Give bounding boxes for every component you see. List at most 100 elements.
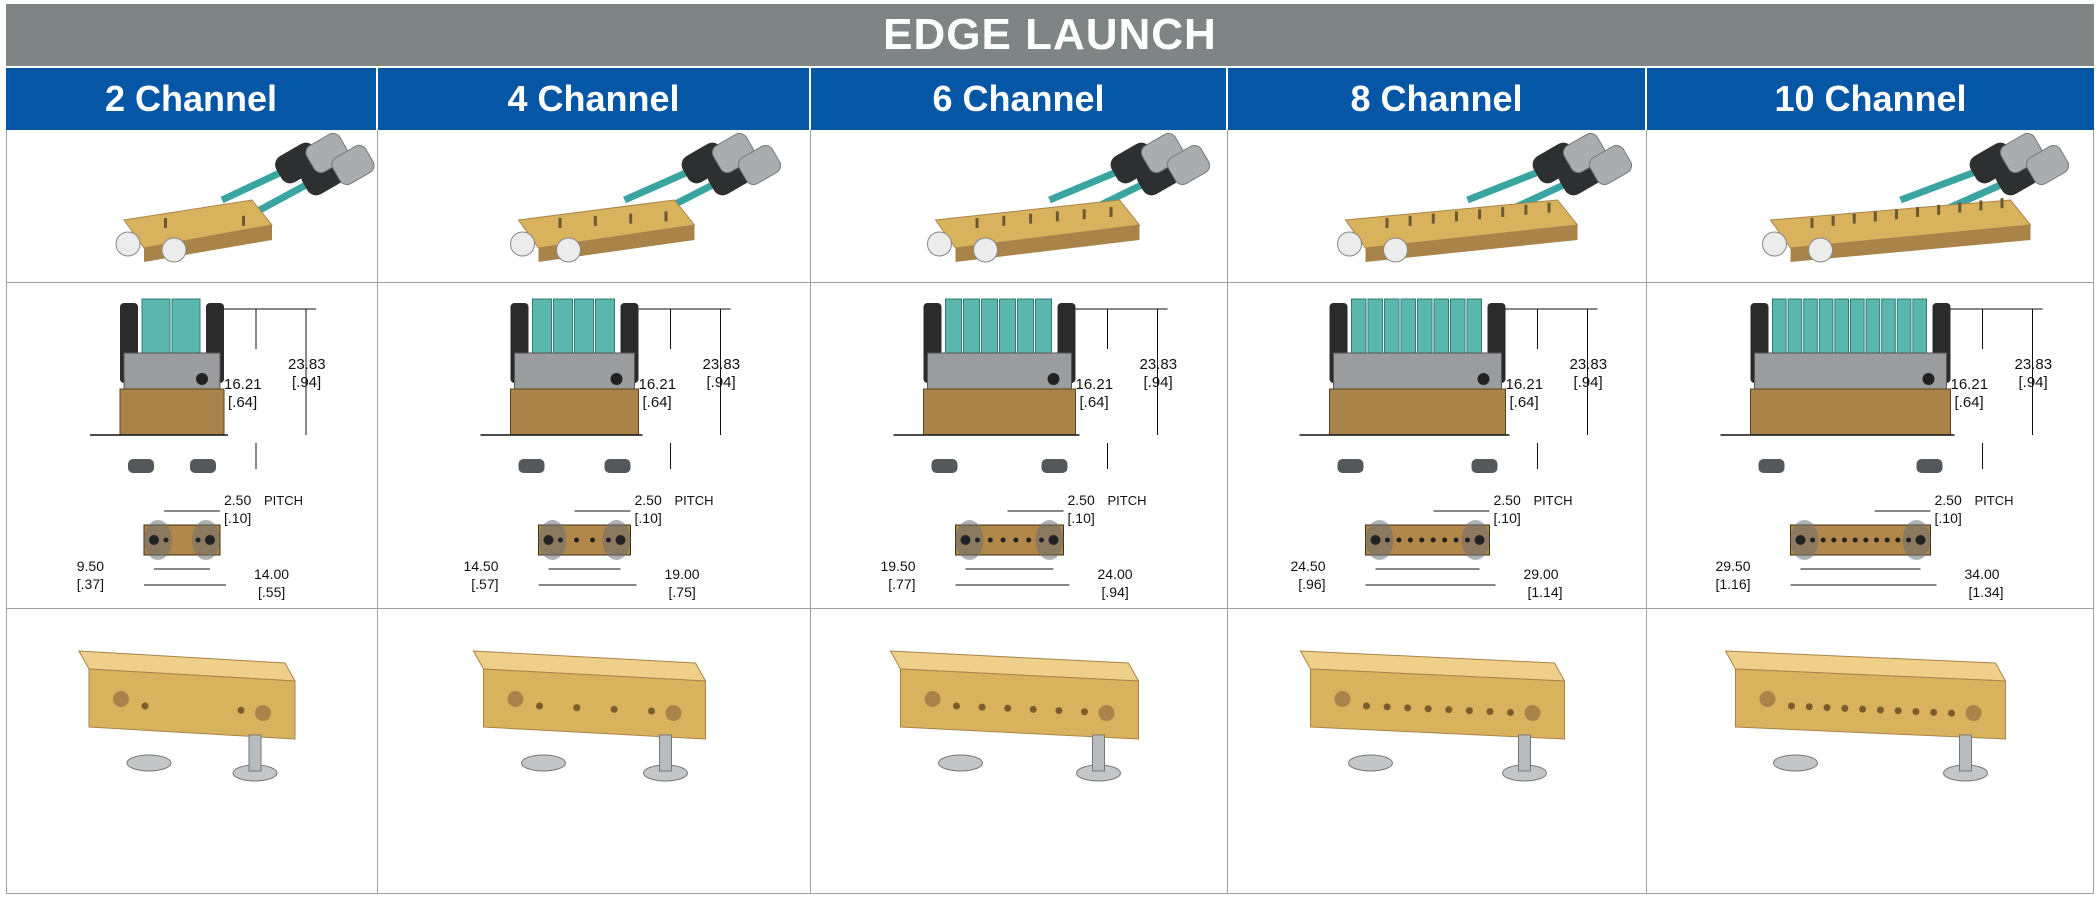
strain-relief — [1754, 352, 1947, 392]
strain-relief — [514, 352, 635, 392]
cable — [1899, 166, 1982, 204]
contact-hole — [1004, 704, 1012, 712]
pin-hole — [1026, 537, 1032, 543]
contact-hole — [1029, 705, 1037, 713]
screw-head — [556, 237, 581, 263]
cable-assembly-cell — [1647, 130, 2093, 282]
contact-slot — [2000, 198, 2004, 209]
cable-assembly-drawing — [927, 132, 1211, 263]
cable-connector — [1588, 144, 1633, 186]
strain-relief — [123, 352, 221, 392]
front-view: 23.83[.94]16.21[.64] — [480, 298, 740, 473]
contact-slot — [1431, 213, 1435, 224]
edge-launch-block — [1299, 650, 1566, 782]
foot — [1471, 459, 1498, 473]
body-dimension-mm: 16.21 — [1076, 376, 1114, 393]
block-face — [900, 668, 1139, 740]
contact-slot — [1894, 209, 1898, 220]
cable-ferrule — [1466, 298, 1482, 360]
contact-slot — [1873, 211, 1877, 222]
mount-hole — [205, 535, 215, 545]
pitch-dimension-in: [.10] — [224, 510, 251, 526]
contact-slot — [1916, 207, 1920, 217]
screw-head — [196, 373, 208, 385]
contact-slot — [1454, 211, 1458, 222]
pitch-dimension-mm: 2.50 — [1068, 492, 1095, 508]
screw-head — [610, 373, 623, 385]
inner-dimension-in: [.57] — [471, 576, 498, 592]
contact-slot — [975, 218, 979, 228]
contact-slot — [664, 211, 668, 222]
pitch-dimension-mm: 2.50 — [224, 492, 251, 508]
body-dimension-in: [.64] — [1080, 394, 1109, 411]
contact-hole — [1404, 704, 1412, 712]
contact-hole — [1424, 705, 1432, 713]
cable-assembly-image — [115, 132, 375, 263]
pitch-label: PITCH — [264, 493, 303, 508]
cable-ferrule — [1865, 298, 1881, 360]
column-header-6-channel: 6 Channel — [811, 68, 1228, 130]
pin-hole — [1419, 537, 1425, 543]
mount-hole — [1098, 705, 1115, 721]
inner-dimension-mm: 19.50 — [880, 558, 915, 574]
cable-ferrule — [1417, 298, 1433, 360]
height-dimension-mm: 23.83 — [2015, 356, 2053, 373]
screw-head — [115, 231, 141, 257]
mount-hole — [113, 691, 129, 707]
cable-ferrule — [1035, 298, 1052, 360]
cable-ferrule — [1384, 298, 1400, 360]
mount-hole — [960, 535, 971, 545]
housing-body — [119, 388, 225, 436]
pin-hole — [1000, 537, 1006, 543]
contact-hole — [573, 704, 581, 712]
front-view: 23.83[.94]16.21[.64] — [893, 298, 1178, 473]
block-face — [1735, 668, 2006, 740]
contact-slot — [629, 213, 633, 224]
pin-hole — [975, 537, 980, 543]
cable-ferrule — [1881, 298, 1896, 360]
column-header-10-channel: 10 Channel — [1647, 68, 2094, 130]
contact-hole — [978, 703, 986, 711]
edge-launch-block — [78, 650, 296, 782]
contact-slot — [1002, 215, 1006, 226]
cable-ferrule — [1896, 298, 1912, 360]
cable-ferrule — [1017, 298, 1034, 360]
block-face — [1310, 668, 1565, 740]
body-dimension-mm: 16.21 — [639, 376, 677, 393]
cable-ferrule — [1818, 298, 1834, 360]
pin-hole — [1831, 537, 1837, 543]
cable-connector — [331, 144, 375, 186]
pitch-label: PITCH — [1108, 493, 1147, 508]
cable-ferrule — [574, 298, 594, 360]
screw-head — [1477, 373, 1490, 385]
height-dimension-mm: 23.83 — [1140, 356, 1178, 373]
connector-body-side — [1365, 225, 1578, 262]
outer-dimension-mm: 29.00 — [1524, 566, 1559, 582]
edge-launch-block-image — [472, 650, 707, 782]
cable-ferrule — [999, 298, 1016, 360]
pitch-dimension-mm: 2.50 — [1494, 492, 1521, 508]
cable-assembly-drawing — [115, 132, 375, 263]
mount-hole — [255, 705, 271, 721]
pin-hole — [1810, 537, 1815, 543]
front-view: 23.83[.94]16.21[.64] — [90, 298, 326, 473]
outer-dimension-mm: 24.00 — [1098, 566, 1133, 582]
cable-ferrule — [945, 298, 962, 360]
outer-dimension-mm: 34.00 — [1965, 566, 2000, 582]
contact-hole — [1912, 708, 1920, 716]
cable-ferrule — [963, 298, 980, 360]
cable-ferrule — [1787, 298, 1803, 360]
mount-hole — [1965, 705, 1982, 721]
pin-hole — [987, 537, 993, 543]
contact-slot — [1831, 215, 1835, 226]
body-dimension-in: [.64] — [1510, 394, 1539, 411]
edge-launch-block-image — [78, 650, 296, 782]
foot — [128, 459, 154, 473]
cable — [1048, 166, 1123, 204]
height-dimension-in: [.94] — [292, 374, 321, 391]
